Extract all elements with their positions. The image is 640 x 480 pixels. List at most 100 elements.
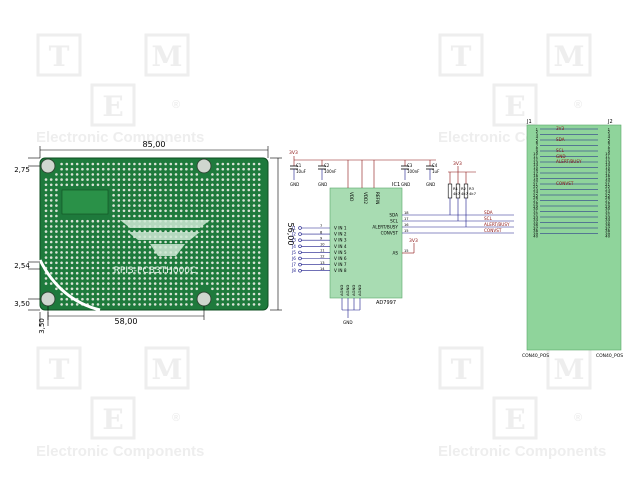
pcb-hole xyxy=(101,178,105,181)
pcb-hole xyxy=(231,287,235,291)
pcb-hole xyxy=(257,256,261,259)
pcb-hole xyxy=(127,209,131,213)
pcb-hole xyxy=(65,277,69,280)
pcb-hole xyxy=(96,219,100,223)
pcb-hole xyxy=(190,209,193,213)
pcb-hole xyxy=(138,183,141,187)
pcb-hole xyxy=(133,173,136,176)
pcb-hole xyxy=(133,240,136,244)
pcb-hole xyxy=(55,209,58,213)
pcb-hole xyxy=(112,277,115,280)
pcb-hole xyxy=(70,256,74,259)
pcb-hole xyxy=(44,188,48,192)
input-terminal xyxy=(298,244,302,249)
pcb-hole xyxy=(153,266,157,270)
pcb-hole xyxy=(148,167,152,171)
pcb-hole xyxy=(257,277,261,280)
resistor-name: R1 xyxy=(453,186,459,191)
pcb-hole xyxy=(122,167,126,171)
pcb-hole xyxy=(65,256,69,259)
connector-pin-left: 17 xyxy=(533,171,538,176)
pcb-hole xyxy=(138,209,141,213)
pcb-hole xyxy=(221,277,225,280)
pcb-hole xyxy=(164,282,167,285)
pcb-hole xyxy=(127,261,131,265)
connector-pin-left: 29 xyxy=(533,204,538,209)
pcb-hole xyxy=(205,245,209,249)
pcb-hole xyxy=(86,178,89,181)
pcb-hole xyxy=(86,292,89,296)
pcb-hole xyxy=(200,183,204,187)
pcb-hole xyxy=(153,173,157,176)
pcb-hole xyxy=(242,193,245,197)
pcb-hole xyxy=(60,219,63,223)
pcb-hole xyxy=(257,266,261,270)
pcb-hole xyxy=(190,251,193,254)
pcb-hole xyxy=(127,277,131,280)
pcb-hole xyxy=(226,173,230,176)
pcb-hole xyxy=(112,266,115,270)
connector-pin-right: 33 xyxy=(605,215,610,220)
as-net-label: 3V3 xyxy=(409,238,418,244)
pcb-hole xyxy=(252,251,256,254)
pcb-hole xyxy=(91,261,95,265)
pcb-hole xyxy=(200,256,204,259)
pcb-hole xyxy=(91,292,95,296)
pcb-hole xyxy=(153,277,157,280)
pcb-hole xyxy=(237,214,240,218)
pcb-hole xyxy=(49,266,53,270)
pcb-hole xyxy=(133,251,136,254)
pcb-hole xyxy=(231,193,235,197)
pcb-hole xyxy=(164,292,167,296)
pcb-hole xyxy=(60,245,63,249)
connector-pin-left: 12 xyxy=(533,157,538,162)
watermark-letter-t: T xyxy=(49,353,70,386)
pcb-hole xyxy=(247,266,251,270)
pcb-hole xyxy=(60,230,63,233)
pcb-hole xyxy=(195,261,199,265)
pcb-hole xyxy=(153,292,157,296)
pcb-hole xyxy=(138,188,141,192)
pcb-hole xyxy=(216,193,219,197)
pcb-hole xyxy=(257,214,261,218)
pcb-hole xyxy=(122,199,126,202)
pcb-hole xyxy=(174,256,178,259)
pcb-hole xyxy=(257,204,261,207)
pcb-hole xyxy=(226,167,230,171)
pcb-hole xyxy=(91,240,95,244)
pcb-hole xyxy=(247,214,251,218)
pcb-hole xyxy=(179,204,183,207)
pcb-hole xyxy=(107,183,110,187)
pcb-hole xyxy=(164,297,167,301)
pcb-hole xyxy=(81,225,84,228)
pcb-hole xyxy=(169,209,173,213)
pcb-hole xyxy=(257,230,261,233)
dim-height: 56,00 xyxy=(286,223,295,246)
pcb-hole xyxy=(237,240,240,244)
pcb-hole xyxy=(252,188,256,192)
pcb-hole xyxy=(226,204,230,207)
pcb-hole xyxy=(49,209,53,213)
pcb-hole xyxy=(122,292,126,296)
pcb-hole xyxy=(133,167,136,171)
pcb-hole xyxy=(221,230,225,233)
connector-pin-left: 30 xyxy=(533,206,538,211)
pcb-hole xyxy=(252,230,256,233)
pcb-hole xyxy=(221,167,225,171)
connector-pin-right: 35 xyxy=(605,220,610,225)
ic-bottom-pin-label: AGND xyxy=(351,285,356,296)
pcb-hole xyxy=(221,292,225,296)
pcb-hole xyxy=(60,240,63,244)
pcb-hole xyxy=(96,167,100,171)
pcb-hole xyxy=(174,271,178,275)
pcb-hole xyxy=(159,199,162,202)
mount-hole xyxy=(40,291,56,307)
pcb-hole xyxy=(205,235,209,239)
pcb-hole xyxy=(205,178,209,181)
pcb-hole xyxy=(205,188,209,192)
pcb-hole xyxy=(49,282,53,285)
pcb-hole xyxy=(143,271,147,275)
pcb-hole xyxy=(242,303,245,306)
pcb-hole xyxy=(107,178,110,181)
pcb-hole xyxy=(86,261,89,265)
